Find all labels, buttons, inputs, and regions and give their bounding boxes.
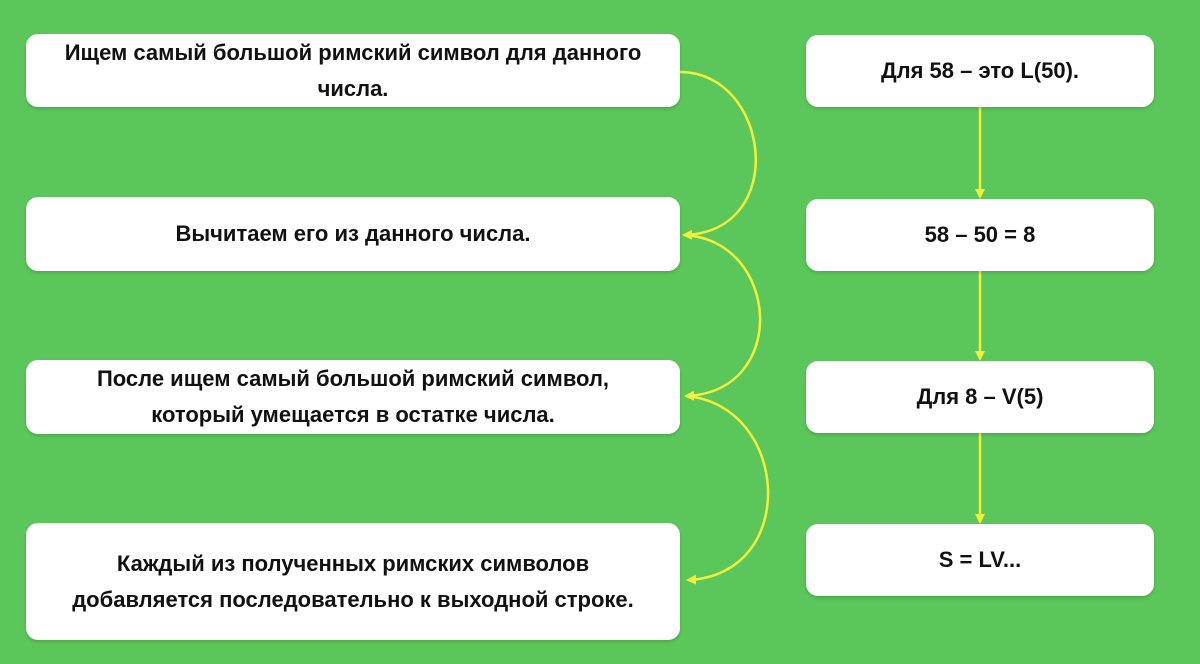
curved-arrow-3 xyxy=(685,394,770,585)
curved-arrow-2 xyxy=(683,233,762,401)
step-text: После ищем самый большой римский символ,… xyxy=(96,366,610,427)
example-subtraction: 58 – 50 = 8 xyxy=(806,199,1154,271)
step-append-output: Каждый из полученных римских символов до… xyxy=(26,523,680,640)
example-text: Для 58 – это L(50). xyxy=(880,58,1080,83)
step-text: Каждый из полученных римских символов до… xyxy=(72,550,634,612)
step-find-largest-symbol: Ищем самый большой римский символ для да… xyxy=(26,34,680,107)
example-58-L50: Для 58 – это L(50). xyxy=(806,35,1154,107)
step-text: Ищем самый большой римский символ для да… xyxy=(64,39,642,101)
step-find-next-symbol: После ищем самый большой римский символ,… xyxy=(26,360,680,434)
curved-arrow-1 xyxy=(679,70,758,240)
example-text: S = LV... xyxy=(938,547,1022,572)
example-result: S = LV... xyxy=(806,524,1154,596)
example-8-V5: Для 8 – V(5) xyxy=(806,361,1154,433)
step-subtract: Вычитаем его из данного числа. xyxy=(26,197,680,271)
example-text: Для 8 – V(5) xyxy=(916,384,1044,409)
example-text: 58 – 50 = 8 xyxy=(924,222,1036,247)
step-text: Вычитаем его из данного числа. xyxy=(175,221,531,246)
